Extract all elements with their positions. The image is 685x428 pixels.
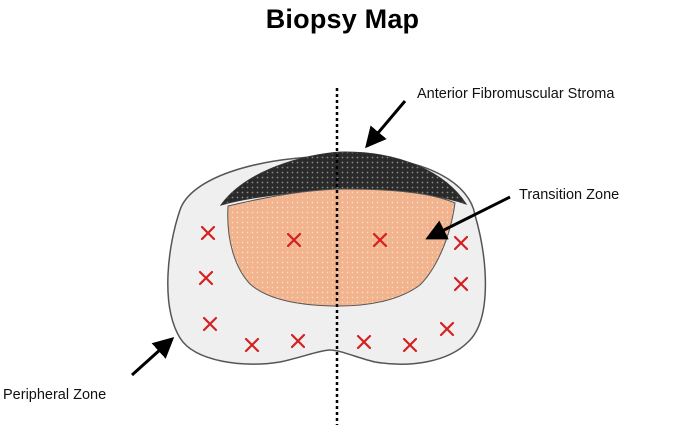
biopsy-marker xyxy=(290,333,306,349)
biopsy-marker xyxy=(200,225,216,241)
biopsy-marker xyxy=(202,316,218,332)
biopsy-marker xyxy=(244,337,260,353)
diagram-title: Biopsy Map xyxy=(265,4,420,34)
label-transition-zone: Transition Zone xyxy=(519,187,620,203)
arrow-stroma xyxy=(365,100,407,149)
biopsy-marker xyxy=(286,232,302,248)
label-anterior-fibromuscular-stroma: Anterior Fibromuscular Stroma xyxy=(417,86,615,102)
biopsy-marker xyxy=(356,334,372,350)
biopsy-marker xyxy=(453,276,469,292)
biopsy-marker xyxy=(402,337,418,353)
label-peripheral-zone: Peripheral Zone xyxy=(3,387,107,403)
biopsy-marker xyxy=(453,235,469,251)
arrow-transition-zone xyxy=(425,195,511,240)
biopsy-marker xyxy=(439,321,455,337)
biopsy-marker xyxy=(198,270,214,286)
arrow-peripheral-zone xyxy=(130,336,175,377)
biopsy-markers xyxy=(198,225,469,353)
transition-zone xyxy=(227,188,456,307)
biopsy-marker xyxy=(372,232,388,248)
